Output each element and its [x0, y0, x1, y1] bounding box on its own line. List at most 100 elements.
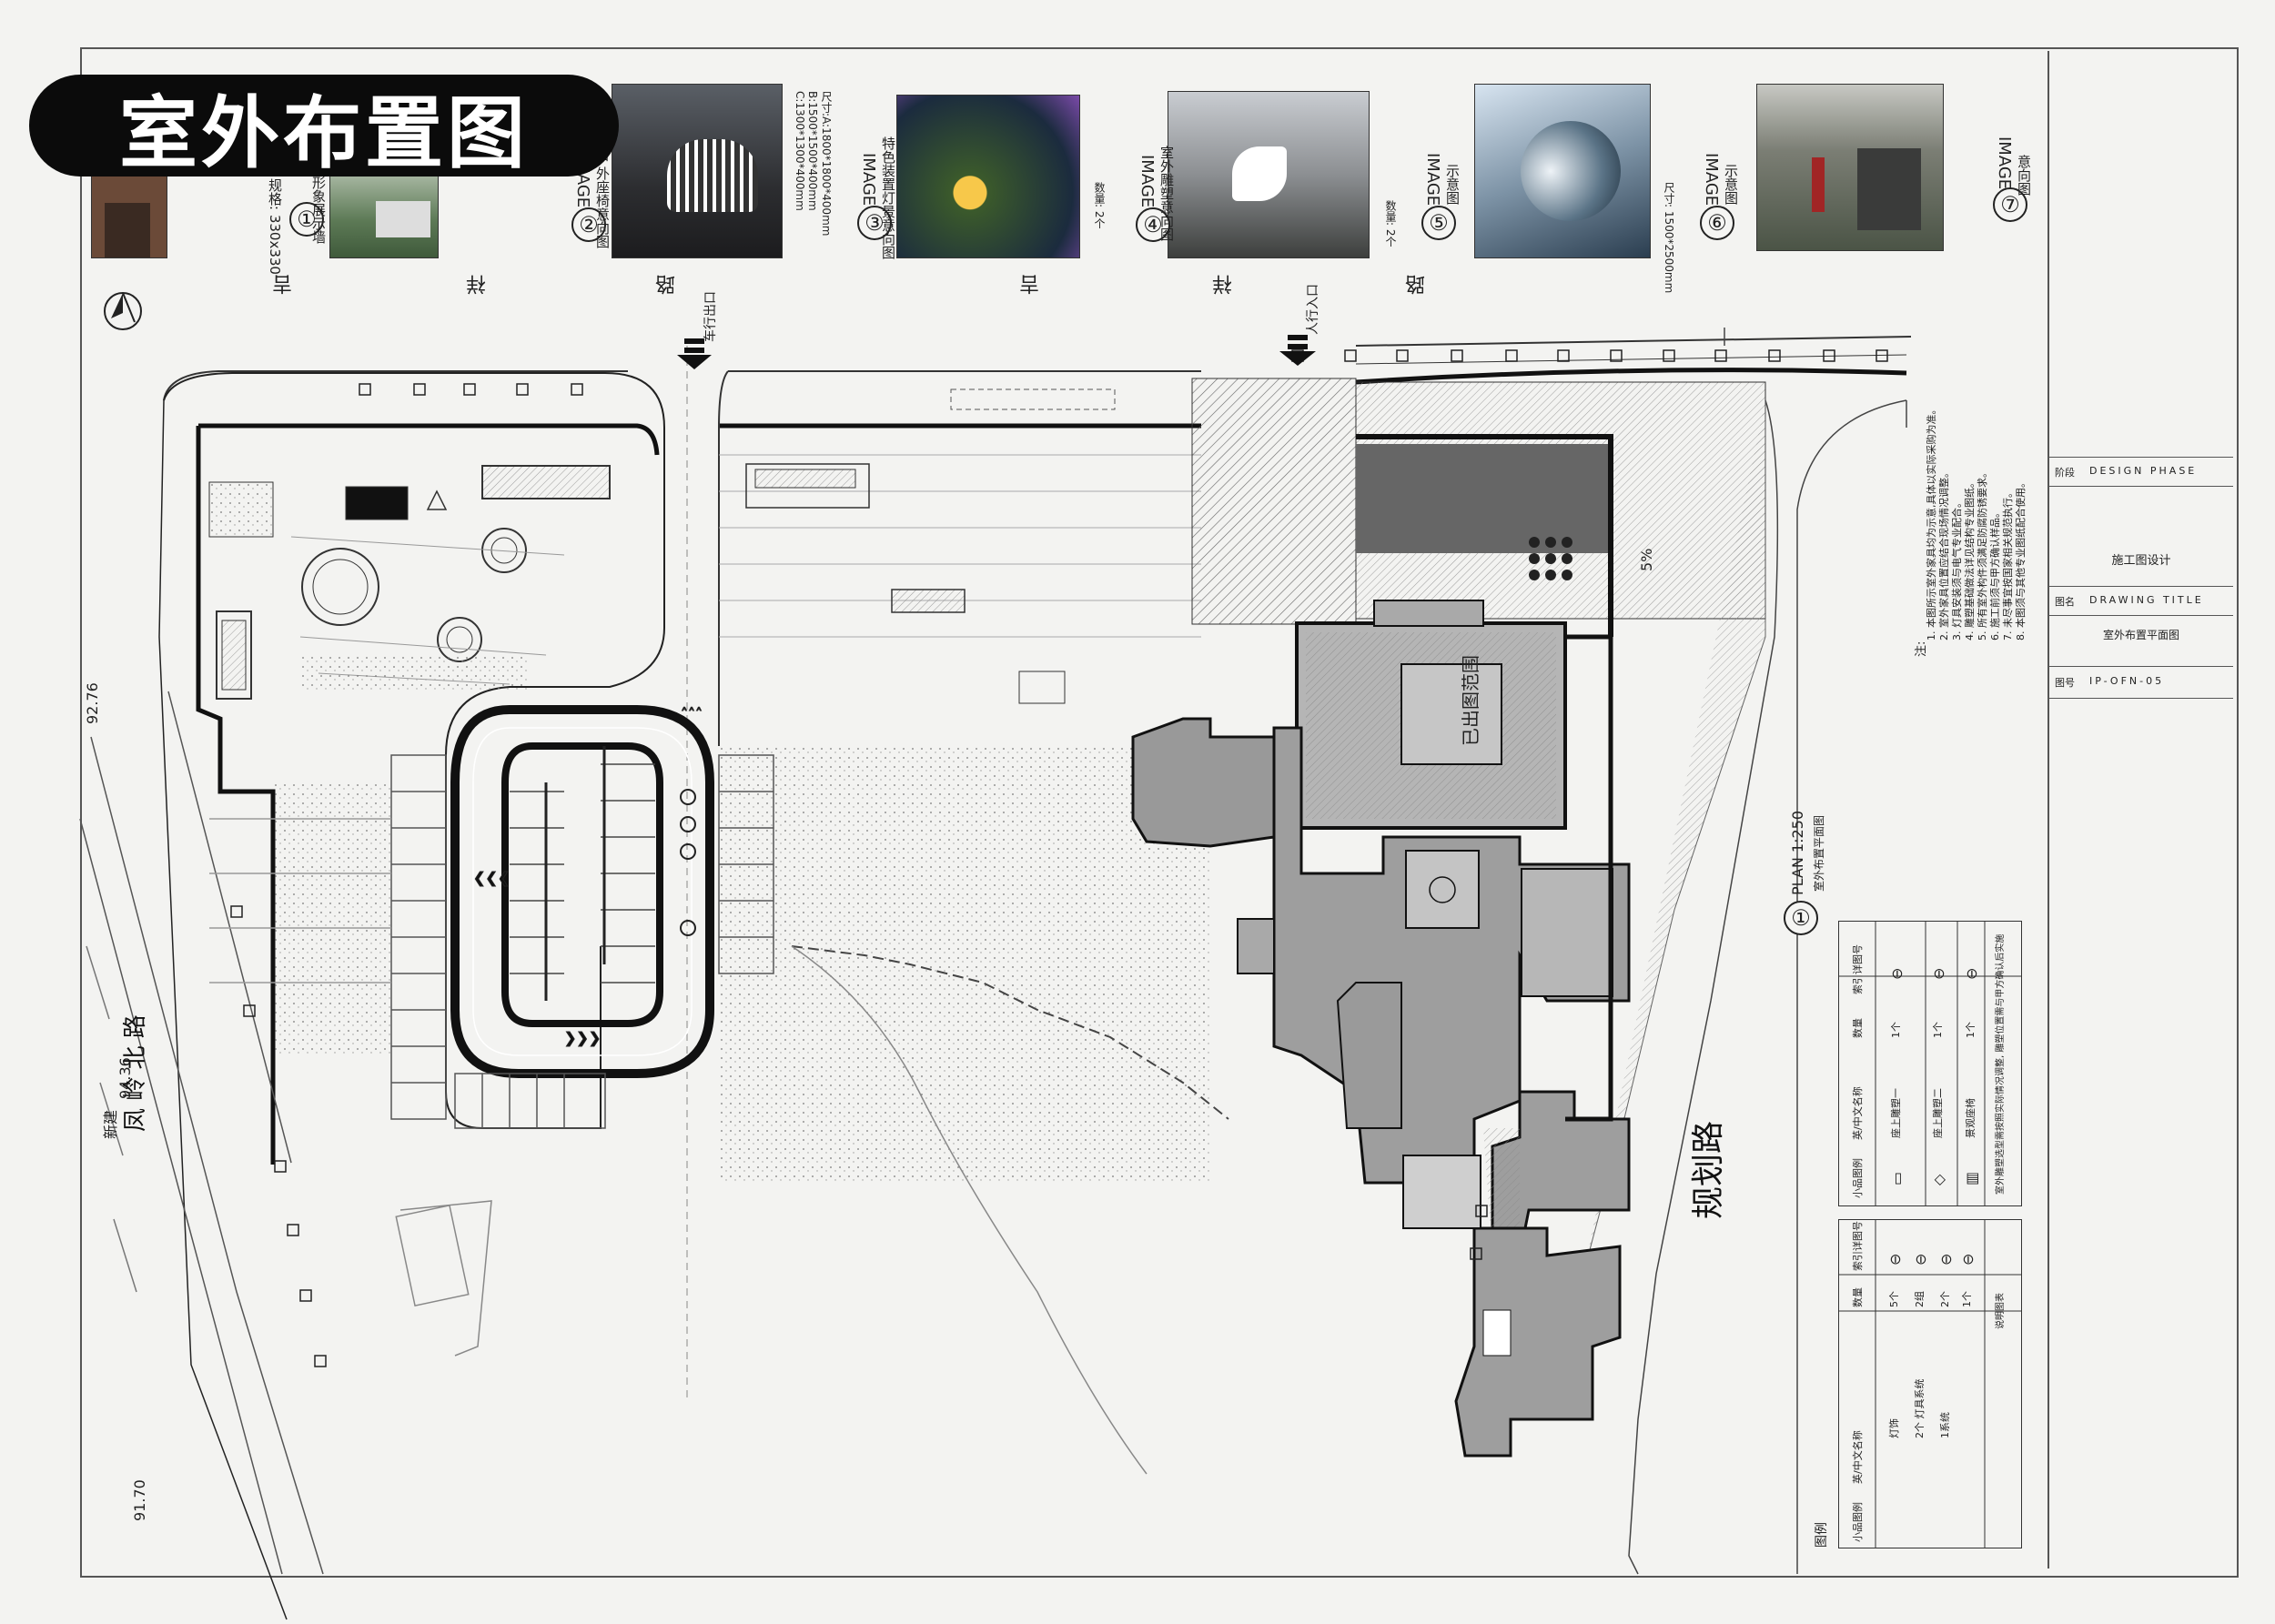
pedestrian-entry-label: 人行入口	[1306, 284, 1320, 335]
legend1-header-2: 英/中文名称	[1852, 1086, 1864, 1140]
svg-text:❮❮❮: ❮❮❮	[473, 869, 510, 886]
road-char-3: 路	[656, 275, 679, 295]
image-6-number: ⑥	[1700, 206, 1734, 240]
legend2-row2-ref: ⊖	[1912, 1253, 1929, 1266]
svg-text:˄˄˄: ˄˄˄	[681, 705, 703, 722]
legend2-header-2: 英/中文名称	[1852, 1430, 1864, 1484]
image-6-dims: 尺寸: 1500*2500mm	[1663, 182, 1675, 294]
image-1-dims: 规格: 330x330	[267, 178, 283, 275]
legend1-header-4: 索引详图号	[1852, 944, 1864, 994]
image-7-caption: 意向图	[2016, 155, 2032, 196]
image-4-photo	[896, 95, 1080, 258]
legend1-row3-qty: 1个	[1965, 1022, 1977, 1038]
legend1-header-3: 数量	[1852, 1018, 1864, 1038]
image-6-photo	[1474, 84, 1651, 258]
drawing-no-value: IP-OFN-05	[2089, 675, 2165, 687]
road-char-1: 吉	[273, 275, 296, 295]
svg-text:❯❯❯: ❯❯❯	[564, 1029, 601, 1046]
image-2-caption: 户外座椅意向图	[594, 153, 611, 248]
image-6-caption: 示意图	[1723, 164, 1739, 205]
drawing-key: 图名	[2055, 596, 2075, 608]
parking-stalls	[209, 754, 774, 1129]
phase-cn: 施工图设计	[2111, 554, 2171, 568]
image-4-caption: 室外雕塑意向图	[1158, 146, 1175, 241]
legend2-row3-ref: ⊖	[1937, 1253, 1955, 1266]
drawing-cn: 室外布置平面图	[2102, 629, 2179, 641]
legend-label: 图例	[1815, 1522, 1829, 1548]
legend2-row2-qty: 2组	[1914, 1291, 1926, 1307]
image-4-tag: IMAGE	[1138, 155, 1157, 208]
image-4-dims: 数量: 2个	[1093, 182, 1106, 229]
pedestrian-entry-arrow-icon	[1279, 335, 1316, 366]
title-block-drawing-row: 图名 DRAWING TITLE	[2049, 586, 2233, 616]
legend1-row2-icon: ◇	[1930, 1174, 1947, 1185]
legend1-header-1: 小品图例	[1852, 1158, 1864, 1198]
legend1-row2-ref: ⊖	[1930, 967, 1947, 980]
title-block-drawing-cn-row: 室外布置平面图	[2049, 615, 2233, 667]
legend-table-1: 小品图例 英/中文名称 数量 索引详图号 ▭ 座上雕塑一 1个 ⊖ ◇ 座上雕塑…	[1838, 921, 2022, 1206]
building-footprint	[1131, 600, 1631, 1458]
plan-tag-number: ①	[1784, 901, 1818, 935]
notes-title: 注:	[1915, 641, 1928, 657]
image-2-photo	[329, 164, 439, 258]
image-7-tag: IMAGE	[1995, 136, 2014, 190]
image-5-caption: 示意图	[1444, 164, 1461, 205]
drawing-value: DRAWING TITLE	[2089, 594, 2204, 606]
elevation-label-a: 92.76	[84, 682, 101, 724]
image-3-tag: IMAGE	[859, 153, 878, 207]
image-4-number: ④	[1136, 207, 1170, 242]
image-3-caption: 特色装置灯景意向图	[880, 136, 896, 259]
image-5-tag: IMAGE	[1423, 153, 1442, 207]
vehicle-exit-label: 车行出口	[703, 291, 718, 342]
legend2-header-3: 数量	[1852, 1287, 1864, 1307]
legend2-header-4: 索引详图号	[1852, 1221, 1864, 1271]
parking-loop: ❮❮❮ ❯❯❯ ˄˄˄	[450, 705, 714, 1078]
north-arrow-icon	[104, 292, 142, 330]
legend-table-2: 小品图例 英/中文名称 数量 索引详图号 灯饰 5个 ⊖ 2个 灯具系统 2组 …	[1815, 1219, 2022, 1548]
vehicle-exit-arrow-icon	[677, 338, 712, 369]
site-markers	[230, 349, 1888, 1367]
legend1-row1-qty: 1个	[1890, 1022, 1902, 1038]
image-5-dims: 数量: 2个	[1384, 200, 1397, 247]
middle-parcel	[395, 370, 1229, 1475]
title-block: 阶段 DESIGN PHASE 施工图设计 图名 DRAWING TITLE 室…	[2048, 51, 2233, 1569]
road-char-4: 吉	[1020, 275, 1043, 295]
legend1-row3-ref: ⊖	[1963, 967, 1980, 980]
plan-tag-sub: 室外布置平面图	[1813, 814, 1825, 892]
image-3-photo	[612, 84, 783, 258]
image-2-number: ②	[571, 207, 606, 242]
legend2-row2-name: 2个 灯具系统	[1914, 1378, 1926, 1439]
legend1-row3-name: 景观座椅	[1965, 1098, 1977, 1138]
slope-label: 5%	[1638, 548, 1655, 571]
road-char-2: 祥	[467, 275, 490, 295]
plan-tag-text: PLAN 1:250	[1789, 810, 1806, 895]
title-block-phase-row: 阶段 DESIGN PHASE	[2049, 457, 2233, 487]
legend2-row4-ref: ⊖	[1959, 1253, 1977, 1266]
top-road	[163, 336, 1912, 1401]
left-road-name: 凤 岭 北 路	[122, 1014, 149, 1132]
image-7-photo	[1756, 84, 1944, 251]
drawing-no-key: 图号	[2055, 677, 2075, 689]
page-title: 室外布置图	[29, 75, 619, 179]
title-block-phase-cn-row: 施工图设计	[2049, 486, 2233, 587]
entry-plaza	[208, 465, 611, 700]
legend2-row1-ref: ⊖	[1886, 1253, 1904, 1266]
legend1-row2-name: 座上雕塑二	[1932, 1088, 1944, 1138]
left-parcel	[158, 372, 665, 1620]
note-8: 8. 本图须与其他专业图纸配合使用。	[2015, 478, 2027, 641]
building-label: 已出图范围	[1460, 655, 1481, 746]
image-5-photo	[1168, 91, 1370, 258]
legend2-row4-qty: 1个	[1961, 1291, 1973, 1307]
image-1-number: ①	[289, 202, 324, 237]
right-road-name: 规划路	[1690, 1120, 1727, 1219]
legend2-row1-qty: 5个	[1888, 1291, 1900, 1307]
phase-key: 阶段	[2055, 467, 2075, 479]
legend1-row3-icon: ▥	[1963, 1171, 1980, 1185]
image-7-number: ⑦	[1993, 187, 2027, 222]
image-3-dims: 尺寸:A:1800*1800*400mm B:1500*1500*400mm C…	[794, 91, 833, 237]
left-road-prefix: 新建	[102, 1109, 119, 1139]
sheet-border	[80, 47, 2239, 1578]
legend1-row2-qty: 1个	[1932, 1022, 1944, 1038]
left-road	[79, 736, 324, 1575]
